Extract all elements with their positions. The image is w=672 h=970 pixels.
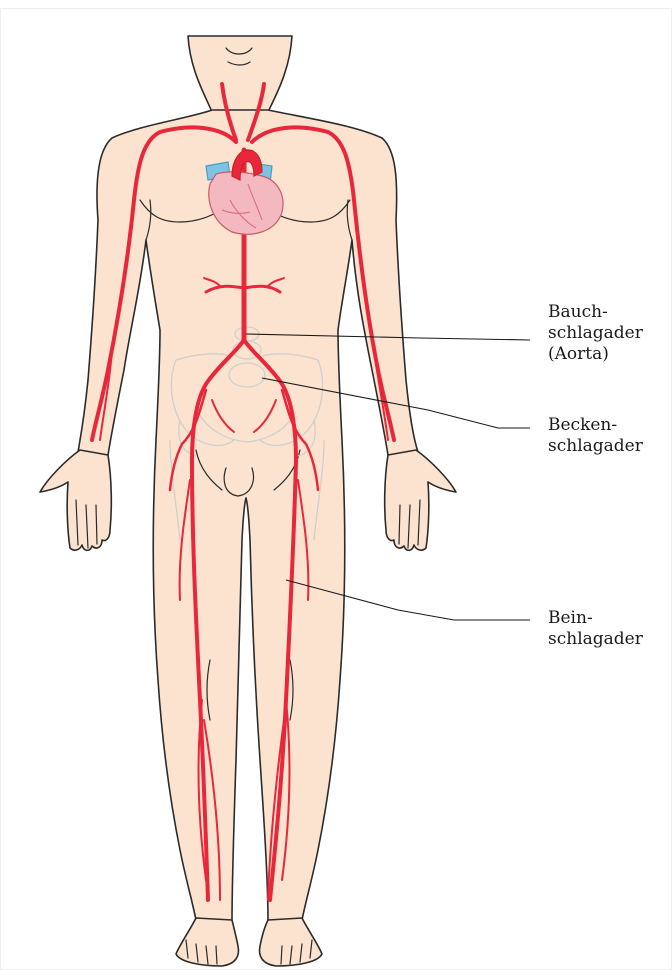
label-aorta-line-2: schlagader — [548, 323, 643, 344]
label-femoral-line-2: schlagader — [548, 629, 643, 650]
label-femoral-line-1: Bein- — [548, 608, 643, 629]
label-aorta: Bauch- schlagader (Aorta) — [548, 302, 643, 365]
label-iliac-line-1: Becken- — [548, 415, 643, 436]
label-iliac: Becken- schlagader — [548, 415, 643, 457]
label-iliac-line-2: schlagader — [548, 436, 643, 457]
label-aorta-line-1: Bauch- — [548, 302, 643, 323]
label-aorta-line-3: (Aorta) — [548, 344, 643, 365]
label-femoral: Bein- schlagader — [548, 608, 643, 650]
